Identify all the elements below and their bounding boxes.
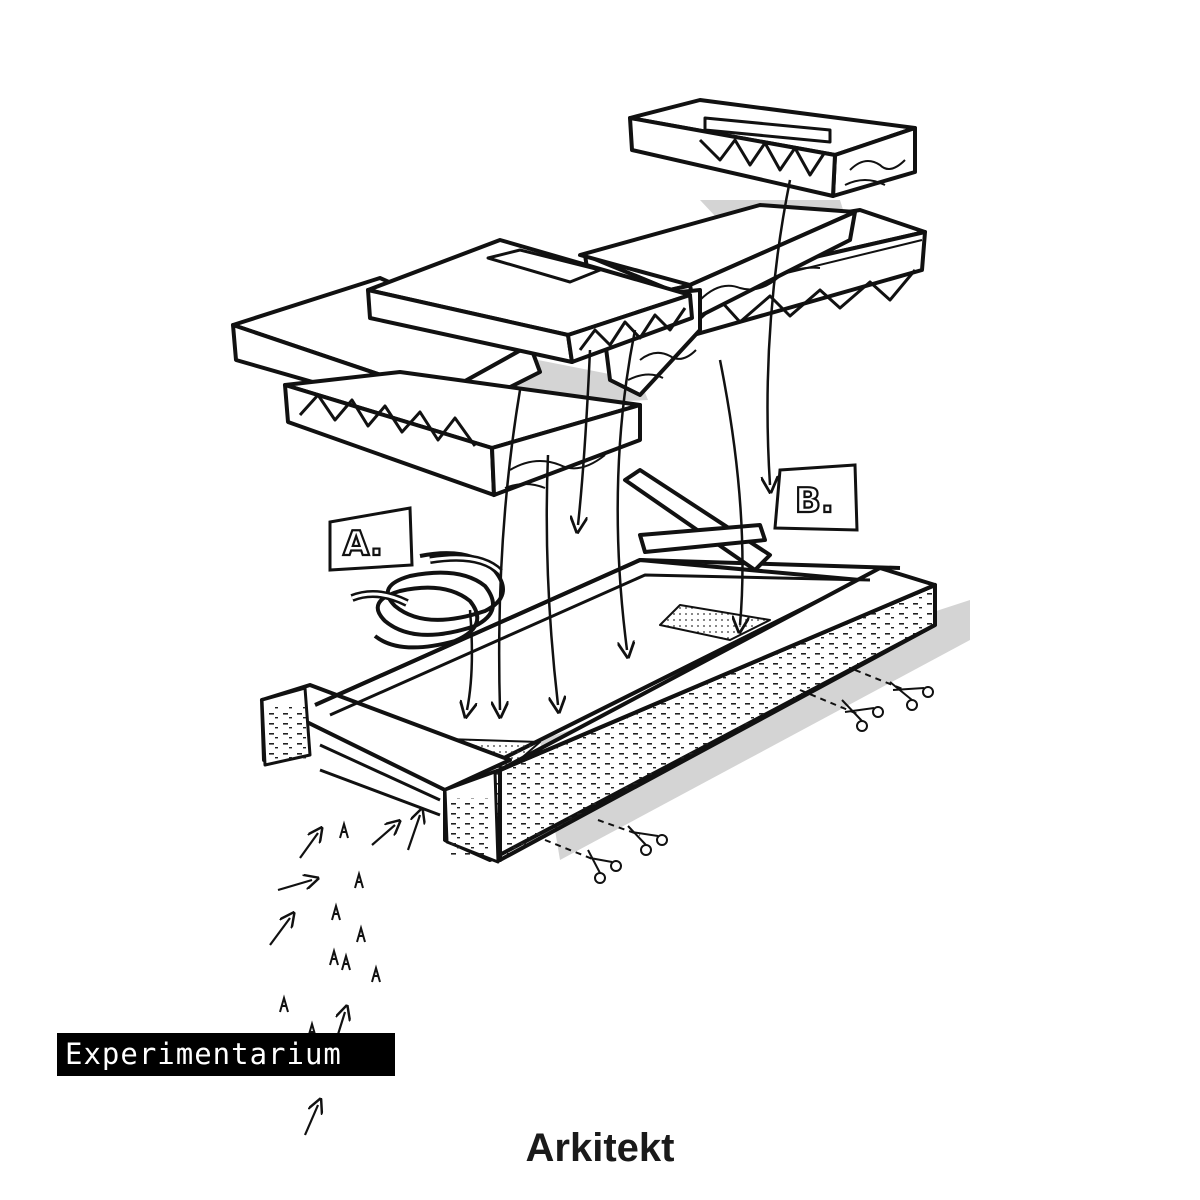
board-lower-left-truss (283, 370, 642, 497)
label-b-text: B. (795, 481, 834, 521)
footprint-marks (279, 820, 381, 1039)
label-b: B. (773, 463, 859, 532)
role-caption: Arkitekt (525, 1126, 675, 1170)
label-a-text: A. (343, 524, 383, 564)
board-top-right (628, 98, 917, 198)
base-frame (260, 558, 937, 864)
board-center-slot (366, 238, 694, 364)
experimentarium-logo-tag: Experimentarium (57, 1033, 395, 1076)
scissors-icon (587, 681, 934, 884)
footprint-trail (269, 815, 420, 1136)
label-a: A. (328, 506, 414, 572)
crossed-sticks (623, 468, 772, 572)
spring-coil (350, 551, 505, 650)
assembly-arrows (467, 179, 792, 710)
